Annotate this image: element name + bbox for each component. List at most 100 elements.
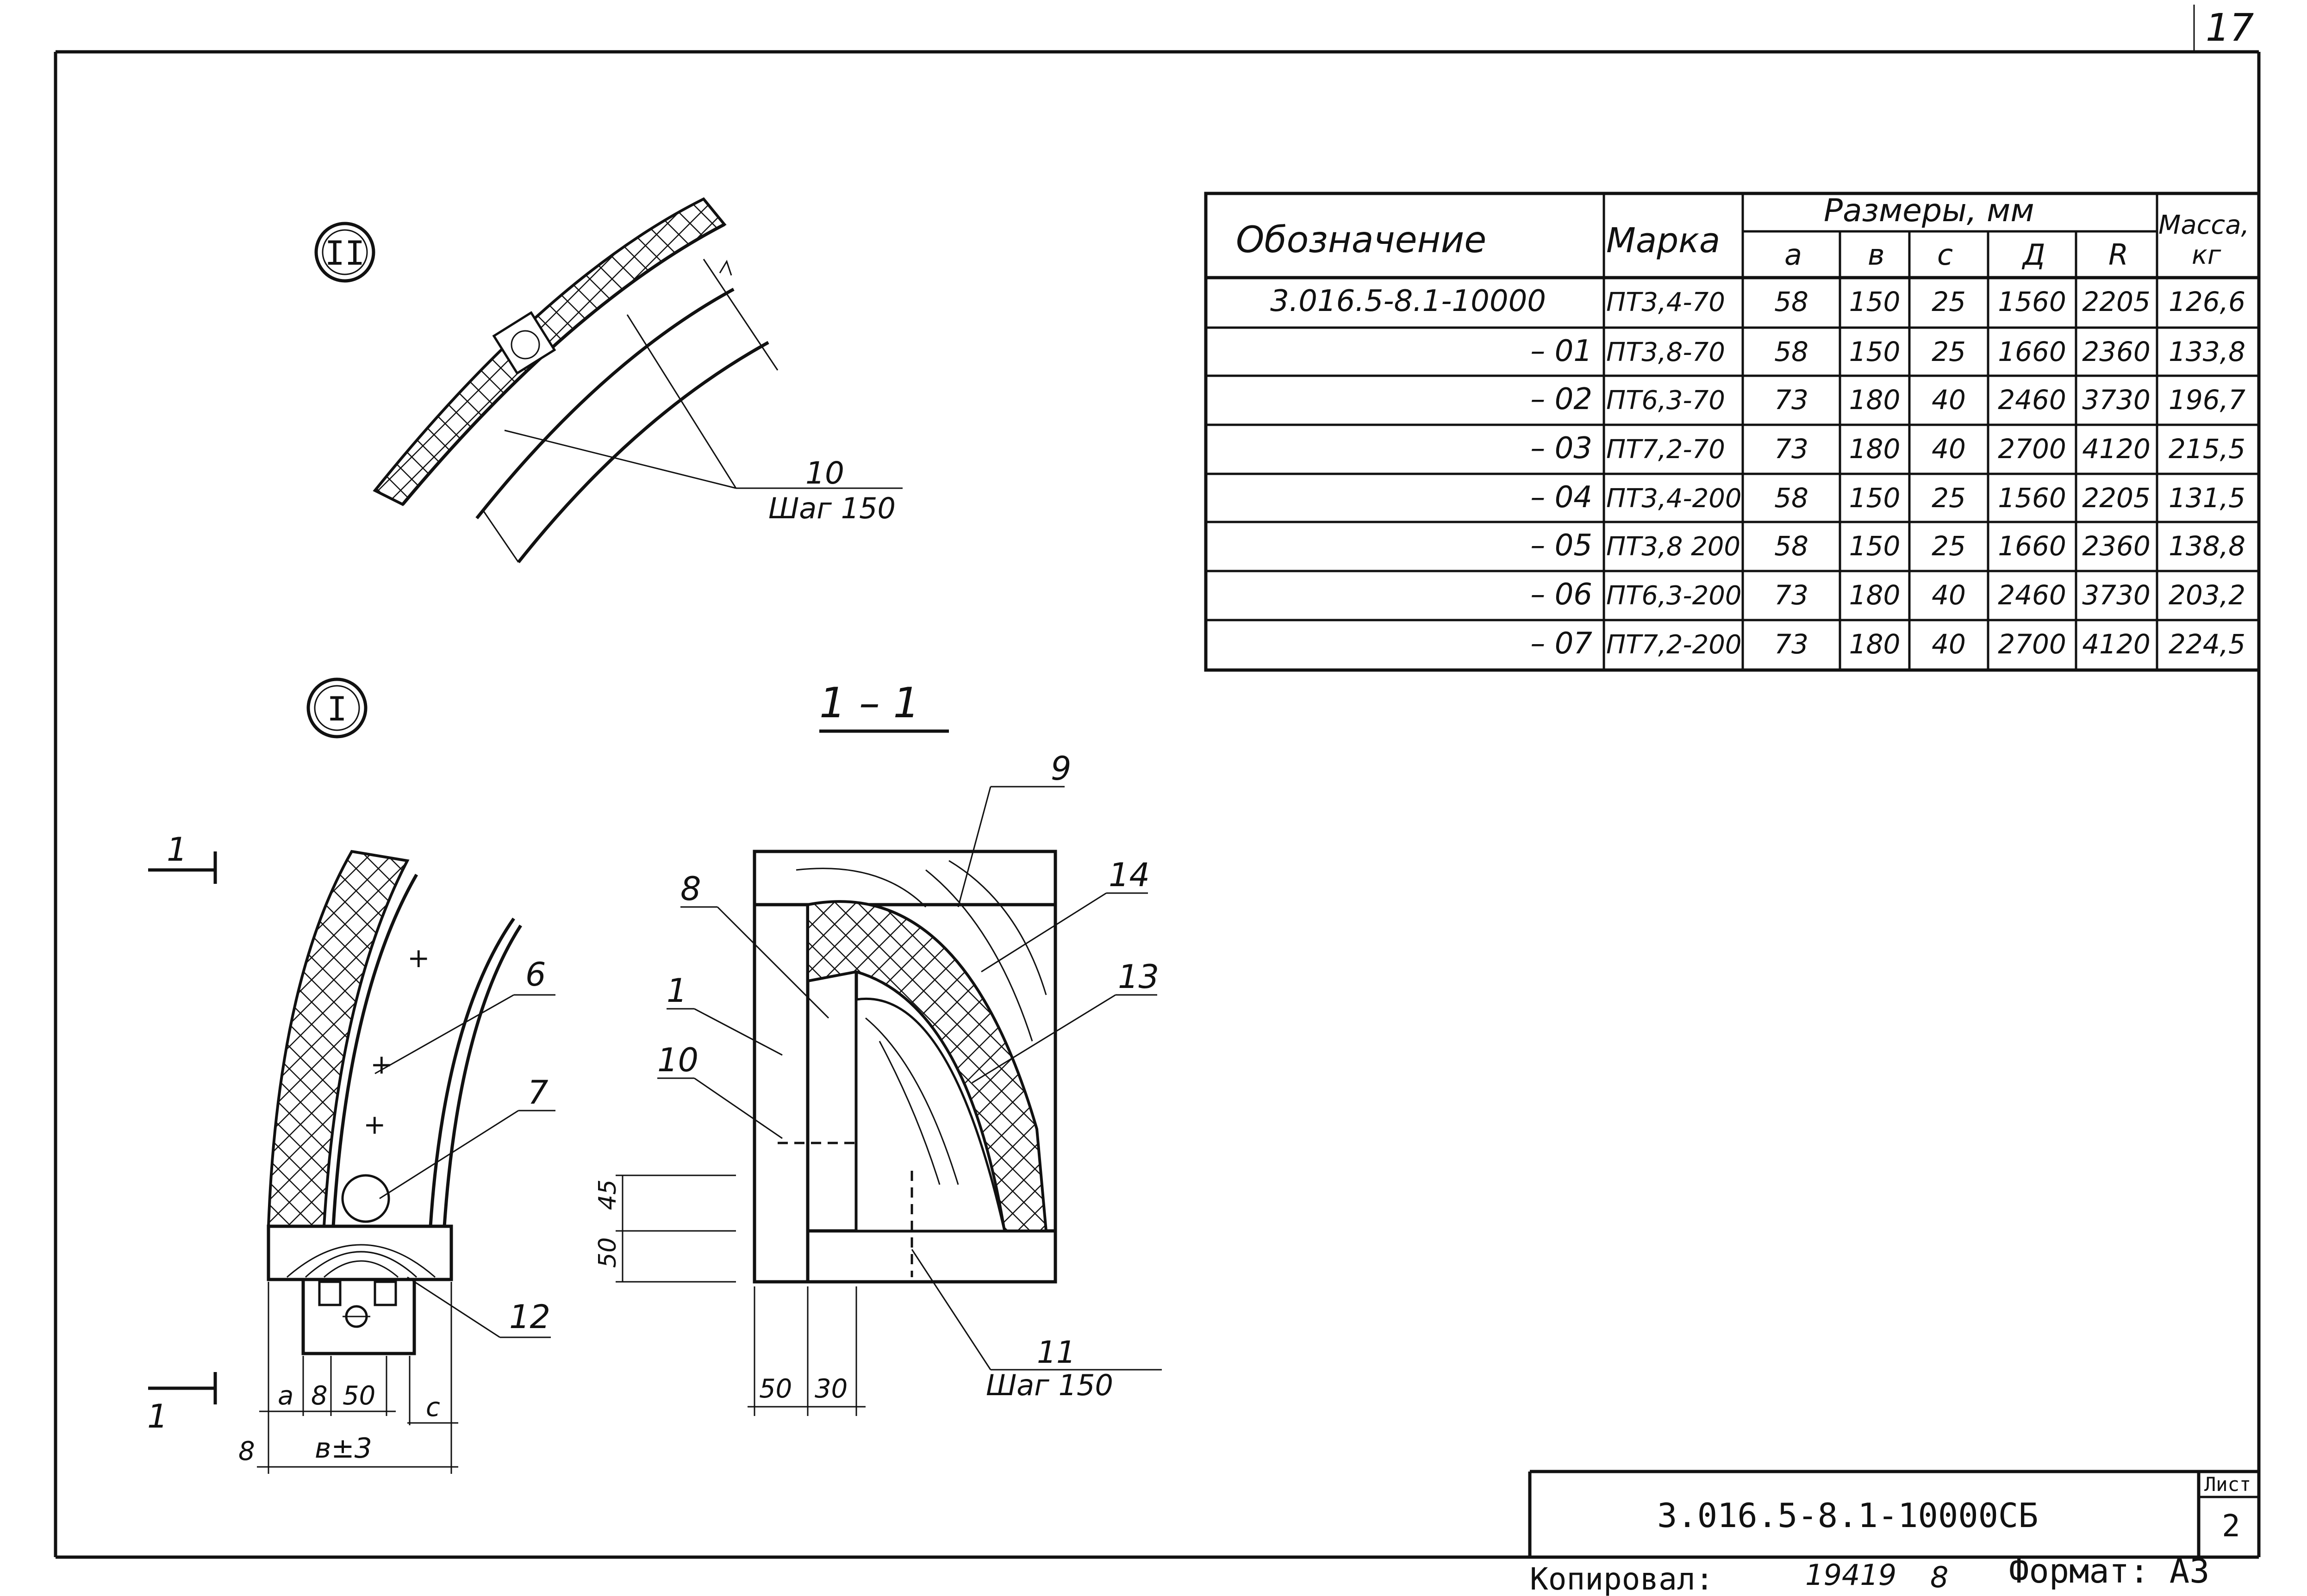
table-cell-r: 2205 bbox=[2082, 482, 2151, 514]
table-cell-mass: 126,6 bbox=[2169, 286, 2245, 317]
table-cell-a: 73 bbox=[1774, 433, 1808, 465]
format-label: Формат: А3 bbox=[2009, 1552, 2209, 1590]
table-cell-c: 25 bbox=[1932, 286, 1966, 317]
table-cell-c: 40 bbox=[1932, 384, 1966, 416]
dim-a: a bbox=[278, 1381, 293, 1411]
section-label-14: 14 bbox=[1109, 856, 1150, 894]
table-cell-c: 25 bbox=[1932, 336, 1966, 367]
table-cell-mass: 196,7 bbox=[2169, 384, 2245, 416]
table-cell-mark: ПТ3,8 200 bbox=[1606, 532, 1740, 562]
sheet-value: 2 bbox=[2222, 1508, 2240, 1544]
table-cell-d: 1660 bbox=[1998, 336, 2066, 367]
table-cell-mark: ПТ3,4-70 bbox=[1606, 287, 1725, 317]
table-cell-mass: 131,5 bbox=[2169, 482, 2245, 514]
sheet-number-top: 17 bbox=[2206, 6, 2254, 50]
table-cell-b: 180 bbox=[1849, 628, 1901, 660]
table-cell-designation: – 02 bbox=[1530, 382, 1592, 416]
table-cell-d: 2460 bbox=[1998, 384, 2066, 416]
table-cell-d: 2700 bbox=[1998, 433, 2066, 465]
section-label-11: 11 bbox=[1037, 1335, 1076, 1370]
table-cell-b: 150 bbox=[1849, 530, 1901, 562]
header-b: в bbox=[1868, 238, 1885, 272]
dim-b-tol: в±3 bbox=[315, 1432, 372, 1465]
sheet-frame bbox=[54, 5, 2261, 1559]
table-cell-mark: ПТ3,4-200 bbox=[1606, 484, 1741, 514]
table-cell-a: 58 bbox=[1774, 336, 1808, 367]
detail-II-callout-num: 10 bbox=[805, 455, 844, 491]
section-label-1: 1 bbox=[667, 972, 687, 1010]
table-cell-a: 73 bbox=[1774, 384, 1808, 416]
header-a: a bbox=[1784, 238, 1802, 272]
table-cell-designation: – 01 bbox=[1530, 334, 1592, 368]
detail-II-callout-step: Шаг 150 bbox=[768, 491, 896, 525]
table-cell-d: 2700 bbox=[1998, 628, 2066, 660]
header-mark: Марка bbox=[1606, 221, 1720, 261]
table-cell-r: 2205 bbox=[2082, 286, 2151, 317]
table-cell-c: 25 bbox=[1932, 482, 1966, 514]
table-cell-designation: – 03 bbox=[1530, 431, 1592, 466]
table-cell-mark: ПТ7,2-70 bbox=[1606, 435, 1725, 465]
table-cell-b: 180 bbox=[1849, 384, 1901, 416]
table-cell-mark: ПТ7,2-200 bbox=[1606, 630, 1741, 660]
table-cell-a: 58 bbox=[1774, 286, 1808, 317]
header-mass-line2: кг bbox=[2192, 240, 2221, 270]
plus-mark-1: + bbox=[407, 942, 430, 974]
section-step: Шаг 150 bbox=[986, 1368, 1113, 1402]
table-cell-a: 58 bbox=[1774, 530, 1808, 562]
title-code: 3.016.5-8.1-10000СБ bbox=[1657, 1496, 2039, 1535]
detail-II: II 10 Шаг 150 bbox=[314, 197, 903, 564]
section-label-8: 8 bbox=[680, 870, 701, 908]
table-cell-designation: – 06 bbox=[1530, 578, 1592, 612]
sheet-label: Лист bbox=[2204, 1473, 2251, 1496]
header-r: R bbox=[2108, 238, 2128, 272]
copied-suffix: 8 bbox=[1930, 1560, 1948, 1594]
table-cell-mark: ПТ3,8-70 bbox=[1606, 337, 1725, 367]
dim-50: 50 bbox=[343, 1381, 375, 1411]
table-cell-c: 40 bbox=[1932, 628, 1966, 660]
section-1-1: 1 – 1 9 14 13 8 1 10 bbox=[594, 679, 1162, 1416]
table-cell-c: 25 bbox=[1932, 530, 1966, 562]
dim-50-horiz: 50 bbox=[759, 1374, 792, 1404]
header-mass-line1: Масса, bbox=[2158, 210, 2249, 240]
section-label-13: 13 bbox=[1118, 958, 1159, 996]
header-d: Д bbox=[2021, 238, 2045, 272]
section-title: 1 – 1 bbox=[819, 679, 920, 727]
header-designation: Обозначение bbox=[1236, 219, 1486, 261]
table-cell-mass: 215,5 bbox=[2169, 433, 2245, 465]
table-cell-b: 180 bbox=[1849, 579, 1901, 611]
table-cell-r: 3730 bbox=[2082, 579, 2151, 611]
table-cell-b: 150 bbox=[1849, 286, 1901, 317]
dim-8: 8 bbox=[311, 1381, 328, 1411]
table-cell-mark: ПТ6,3-70 bbox=[1606, 385, 1725, 416]
table-cell-r: 3730 bbox=[2082, 384, 2151, 416]
dim-c: с bbox=[426, 1392, 440, 1422]
plus-mark-2: + bbox=[370, 1049, 393, 1080]
specification-table bbox=[1204, 192, 2261, 672]
table-cell-mass: 203,2 bbox=[2169, 579, 2245, 611]
plus-mark-3: + bbox=[363, 1109, 386, 1140]
table-cell-mass: 138,8 bbox=[2169, 530, 2245, 562]
table-cell-c: 40 bbox=[1932, 433, 1966, 465]
title-block: 3.016.5-8.1-10000СБ Лист 2 bbox=[1528, 1470, 2259, 1557]
footer: Копировал: 19419 8 Формат: А3 bbox=[1530, 1552, 2209, 1596]
section-label-10: 10 bbox=[657, 1041, 698, 1079]
table-cell-a: 73 bbox=[1774, 579, 1808, 611]
table-cell-b: 150 bbox=[1849, 482, 1901, 514]
detail-I-marker: I bbox=[327, 689, 347, 728]
table-cell-designation: – 04 bbox=[1530, 480, 1592, 515]
table-cell-r: 2360 bbox=[2082, 530, 2151, 562]
table-cell-b: 180 bbox=[1849, 433, 1901, 465]
copied-label: Копировал: bbox=[1530, 1561, 1714, 1596]
copied-number: 19419 bbox=[1805, 1558, 1896, 1592]
table-cell-d: 1560 bbox=[1998, 286, 2066, 317]
table-cell-designation: – 05 bbox=[1530, 528, 1592, 563]
table-cell-c: 40 bbox=[1932, 579, 1966, 611]
detail-I-label-6: 6 bbox=[525, 956, 546, 994]
table-cell-mass: 133,8 bbox=[2169, 336, 2245, 367]
detail-I: I 1 1 + + + 6 7 12 bbox=[147, 677, 555, 1474]
table-cell-a: 58 bbox=[1774, 482, 1808, 514]
table-cell-r: 2360 bbox=[2082, 336, 2151, 367]
dim-45: 45 bbox=[594, 1180, 622, 1210]
